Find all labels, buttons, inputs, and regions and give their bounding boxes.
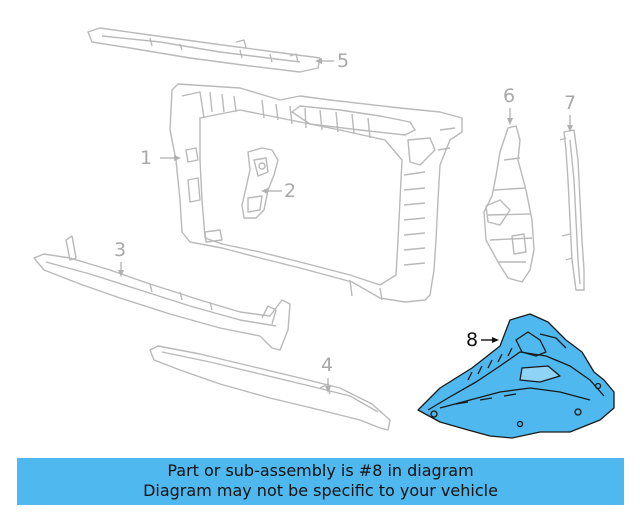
part-3-lower-deflector [33,235,291,351]
part-5-upper-seal [87,27,321,73]
leader-line-7 [567,115,573,132]
callout-6[interactable]: 6 [503,85,516,107]
callout-5[interactable]: 5 [337,50,350,72]
leader-line-8 [481,337,499,343]
part-8-splash-shield [417,313,615,439]
callout-4[interactable]: 4 [321,354,334,376]
leader-line-4 [325,378,331,393]
leader-line-2 [261,188,282,194]
callout-3[interactable]: 3 [114,239,127,261]
info-banner: Part or sub-assembly is #8 in diagram Di… [17,458,624,505]
leader-line-5 [315,58,334,64]
part-6-side-air-guide [483,125,535,283]
callout-1[interactable]: 1 [140,147,153,169]
callout-7[interactable]: 7 [564,92,577,114]
part-2-center-bracket [241,147,279,219]
banner-line-1: Part or sub-assembly is #8 in diagram [167,461,474,480]
part-7-side-seal [559,129,585,291]
part-1-radiator-support [169,83,463,303]
callout-2[interactable]: 2 [284,180,297,202]
banner-line-2: Diagram may not be specific to your vehi… [143,481,498,500]
part-4-air-deflector [149,345,391,431]
leader-line-3 [118,262,124,277]
callout-8[interactable]: 8 [466,329,479,351]
parts-diagram [33,27,615,439]
leader-line-6 [507,108,513,125]
leader-line-1 [160,155,181,161]
